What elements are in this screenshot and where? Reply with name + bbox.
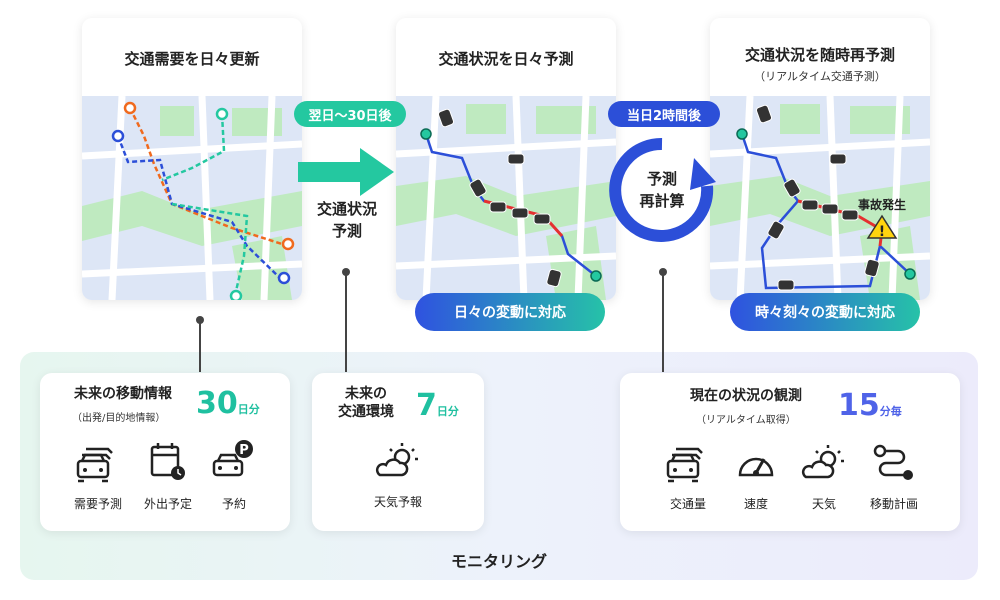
speedometer-icon	[738, 457, 774, 477]
card-current-status-number-value: 15	[838, 388, 880, 423]
calendar-clock-icon	[150, 443, 185, 480]
flow-text-recalc: 予測 再計算	[620, 168, 704, 212]
card-future-environment-title: 未来の 交通環境	[338, 385, 394, 421]
map-title-realtime: 交通状況を随時再予測	[744, 46, 895, 64]
monitoring-label: モニタリング	[450, 552, 547, 571]
item-traffic-volume: 交通量	[669, 497, 706, 511]
flow-text-prediction-line2: 予測	[331, 222, 362, 240]
item-reservation: 予約	[221, 497, 246, 511]
map-daily	[396, 96, 616, 300]
item-weather-forecast: 天気予報	[373, 495, 422, 509]
card-current-status-unit: 分毎	[879, 405, 902, 418]
connector-line-2	[345, 272, 347, 372]
weather-icon	[375, 443, 418, 477]
card-future-environment-title-line1: 未来の	[345, 386, 387, 402]
item-outing-plan: 外出予定	[143, 497, 192, 511]
item-weather: 天気	[811, 497, 836, 511]
parking-car-icon: P	[212, 440, 253, 477]
weather-observation-icon	[801, 445, 844, 479]
card-future-environment-number-value: 7	[416, 388, 437, 423]
item-speed: 速度	[743, 497, 768, 511]
route-plan-icon	[873, 444, 913, 480]
item-demand-forecast: 需要予測	[73, 497, 122, 511]
card-future-movement-number-value: 30	[196, 386, 238, 421]
card-future-movement-number: 30日分	[196, 389, 260, 425]
card-future-movement-subtitle: （出発/目的地情報）	[72, 413, 166, 424]
flow-text-recalc-line2: 再計算	[639, 192, 685, 210]
card-future-environment-number: 7日分	[416, 391, 459, 427]
flow-text-prediction: 交通状況 予測	[300, 198, 394, 242]
map-card-demand: 交通需要を日々更新	[82, 18, 302, 300]
callout-daily: 日々の変動に対応	[415, 293, 605, 331]
connector-line-1	[199, 320, 201, 372]
card-future-environment-title-line2: 交通環境	[338, 404, 394, 420]
map-title-demand: 交通需要を日々更新	[124, 50, 260, 68]
card-future-movement: 未来の移動情報 （出発/目的地情報） 30日分 P	[40, 373, 290, 531]
map-realtime: !	[710, 96, 930, 300]
card-current-status-number: 15分毎	[838, 391, 902, 427]
item-travel-plan: 移動計画	[869, 497, 918, 511]
card-current-status: 現在の状況の観測 （リアルタイム取得） 15分毎	[620, 373, 960, 531]
traffic-volume-icon	[666, 447, 703, 483]
svg-text:!: !	[879, 224, 885, 240]
callout-moment: 時々刻々の変動に対応	[730, 293, 920, 331]
recalculate-cycle-icon	[609, 137, 716, 242]
flow-text-prediction-line1: 交通状況	[316, 200, 377, 218]
svg-text:P: P	[239, 443, 249, 458]
map-demand	[82, 96, 302, 300]
card-current-status-subtitle: （リアルタイム取得）	[696, 415, 796, 426]
map-title-daily: 交通状況を日々予測	[438, 50, 574, 68]
card-future-environment: 未来の 交通環境 7日分 天気予報	[312, 373, 484, 531]
arrow-right-icon	[298, 148, 394, 196]
card-current-status-title: 現在の状況の観測	[690, 388, 802, 404]
map-card-daily: 交通状況を日々予測	[396, 18, 616, 300]
cars-icon	[76, 447, 113, 483]
card-future-environment-unit: 日分	[436, 405, 459, 418]
card-future-movement-title: 未来の移動情報	[74, 386, 172, 402]
connector-line-3	[662, 272, 664, 372]
pill-next-30-days: 翌日〜30日後	[294, 101, 406, 127]
accident-label: 事故発生	[858, 198, 907, 212]
pill-today-2h: 当日2時間後	[608, 101, 720, 127]
flow-text-recalc-line1: 予測	[646, 170, 677, 188]
map-subtitle-realtime: （リアルタイム交通予測）	[754, 70, 886, 83]
card-future-movement-unit: 日分	[237, 403, 260, 416]
map-card-realtime: 交通状況を随時再予測 （リアルタイム交通予測）	[710, 18, 930, 300]
